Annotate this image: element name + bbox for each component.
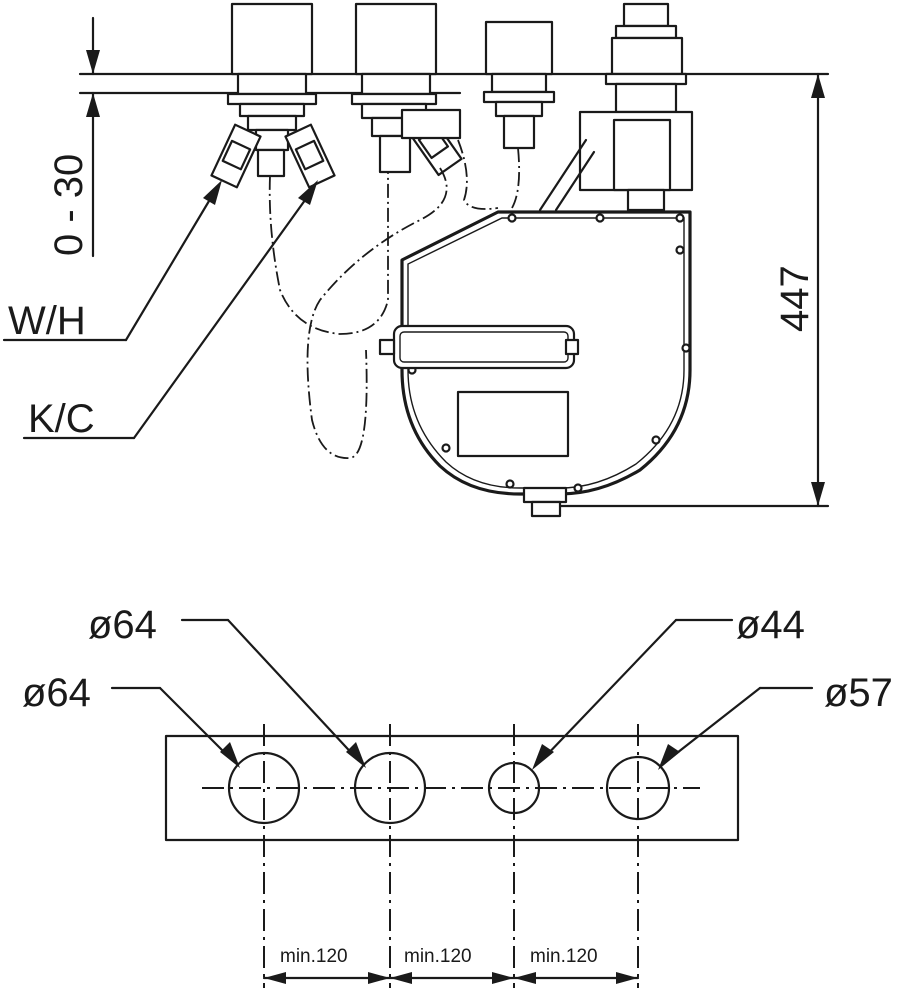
- leader-d4: [658, 686, 814, 770]
- leader-d3: [532, 618, 734, 770]
- spacing-1-label: min.120: [280, 946, 348, 967]
- height-label: 447: [773, 265, 817, 332]
- hole-1: [227, 751, 301, 825]
- spacing-3-label: min.120: [530, 946, 598, 967]
- spacing-dimension-line: [262, 972, 640, 984]
- hole-2: [353, 751, 427, 825]
- spacing-2-label: min.120: [404, 946, 472, 967]
- valve-body-3: [482, 20, 556, 150]
- cover-plate: [164, 734, 740, 842]
- side-view: 0 - 30 447: [2, 2, 830, 518]
- diameter-4-label: ø57: [824, 671, 893, 715]
- hole-4: [605, 755, 671, 821]
- height-dimension: [558, 72, 830, 508]
- front-view: ø64 ø64 ø44 ø57 min.120: [22, 603, 893, 988]
- diameter-3-label: ø44: [736, 603, 805, 647]
- hot-label: W/H: [8, 299, 86, 343]
- leader-d1: [110, 686, 240, 768]
- flex-hoses: [268, 139, 521, 459]
- cold-label: K/C: [28, 397, 95, 441]
- adjustment-dimension: [86, 16, 100, 258]
- valve-body-1: [210, 2, 336, 189]
- hot-leader: [2, 180, 222, 342]
- valve-body-2: [350, 2, 463, 177]
- adjustment-label: 0 - 30: [47, 154, 91, 256]
- main-housing: [378, 210, 692, 518]
- diameter-2-label: ø64: [88, 603, 157, 647]
- cold-leader: [22, 180, 318, 440]
- valve-body-4: [538, 2, 694, 212]
- hole-3: [487, 761, 541, 815]
- diameter-1-label: ø64: [22, 671, 91, 715]
- leader-d2: [180, 618, 366, 768]
